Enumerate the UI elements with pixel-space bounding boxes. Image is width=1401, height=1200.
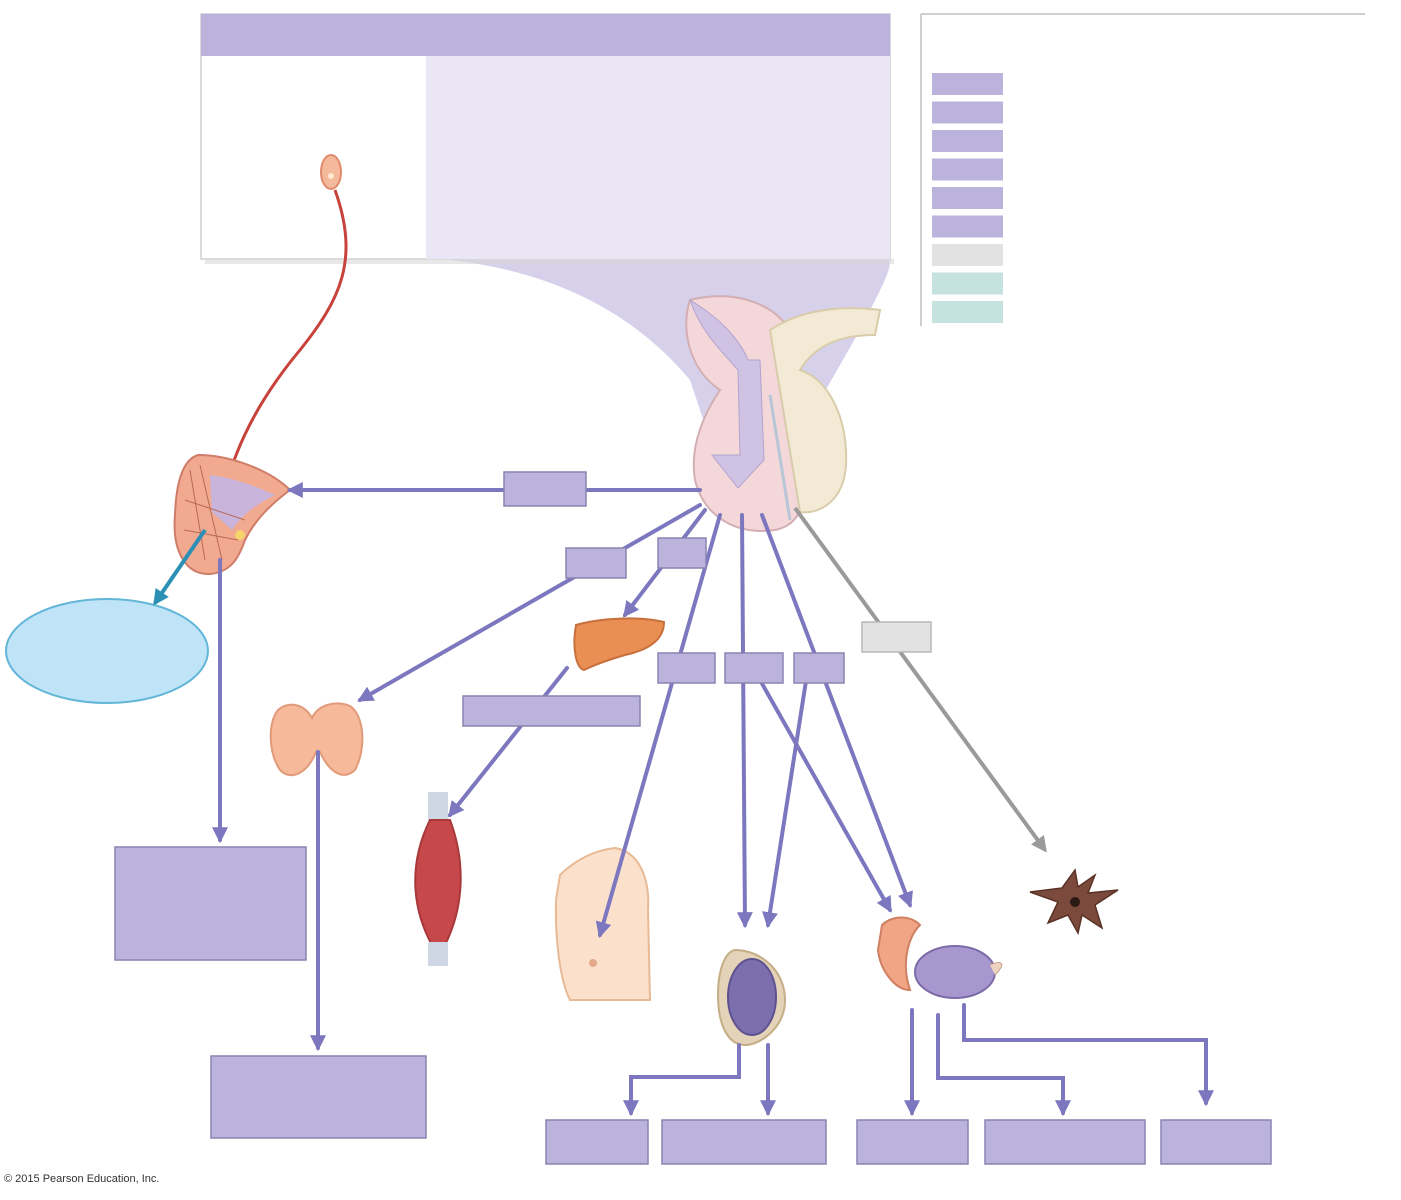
label-box <box>724 652 784 684</box>
posterior-pituitary-tissue <box>173 453 292 576</box>
label-box <box>657 537 707 569</box>
ovary <box>876 916 1003 999</box>
legend-swatch-purple <box>932 215 1003 238</box>
pituitary-gland <box>685 295 882 532</box>
legend-panel <box>920 13 1365 326</box>
teal-arrow <box>153 528 207 606</box>
label-box <box>793 652 845 684</box>
liver <box>573 617 666 672</box>
blank-labels <box>114 471 1272 1165</box>
label-box <box>1160 1119 1272 1165</box>
label-box <box>984 1119 1146 1165</box>
legend-swatch-teal <box>932 301 1003 323</box>
testis <box>716 948 787 1047</box>
legend-swatch-purple <box>932 73 1003 95</box>
panel-title-bar <box>201 14 890 56</box>
skeletal-muscle <box>414 792 462 966</box>
label-box <box>210 1055 427 1139</box>
label-box <box>861 621 932 653</box>
label-box <box>856 1119 969 1165</box>
label-box <box>545 1119 649 1165</box>
pathway-arrows <box>212 482 1214 1117</box>
label-box <box>503 471 587 507</box>
legend-swatch-gray <box>932 244 1003 266</box>
legend-swatch-teal <box>932 272 1003 295</box>
label-box <box>657 652 716 684</box>
target-oval <box>5 598 209 704</box>
label-box <box>462 695 641 727</box>
legend-swatch-purple <box>932 101 1003 124</box>
copyright-text: © 2015 Pearson Education, Inc. <box>4 1173 160 1185</box>
label-box <box>114 846 307 961</box>
label-box <box>565 547 627 579</box>
legend-swatch-purple <box>932 130 1003 152</box>
melanocyte <box>1029 868 1119 936</box>
thyroid-gland <box>269 702 364 777</box>
legend-swatch-purple <box>932 158 1003 181</box>
label-box <box>661 1119 827 1165</box>
hypothalamus-panel <box>200 13 894 264</box>
gray-arrow <box>793 506 1047 853</box>
panel-right-area <box>426 56 890 259</box>
legend-swatch-purple <box>932 187 1003 209</box>
